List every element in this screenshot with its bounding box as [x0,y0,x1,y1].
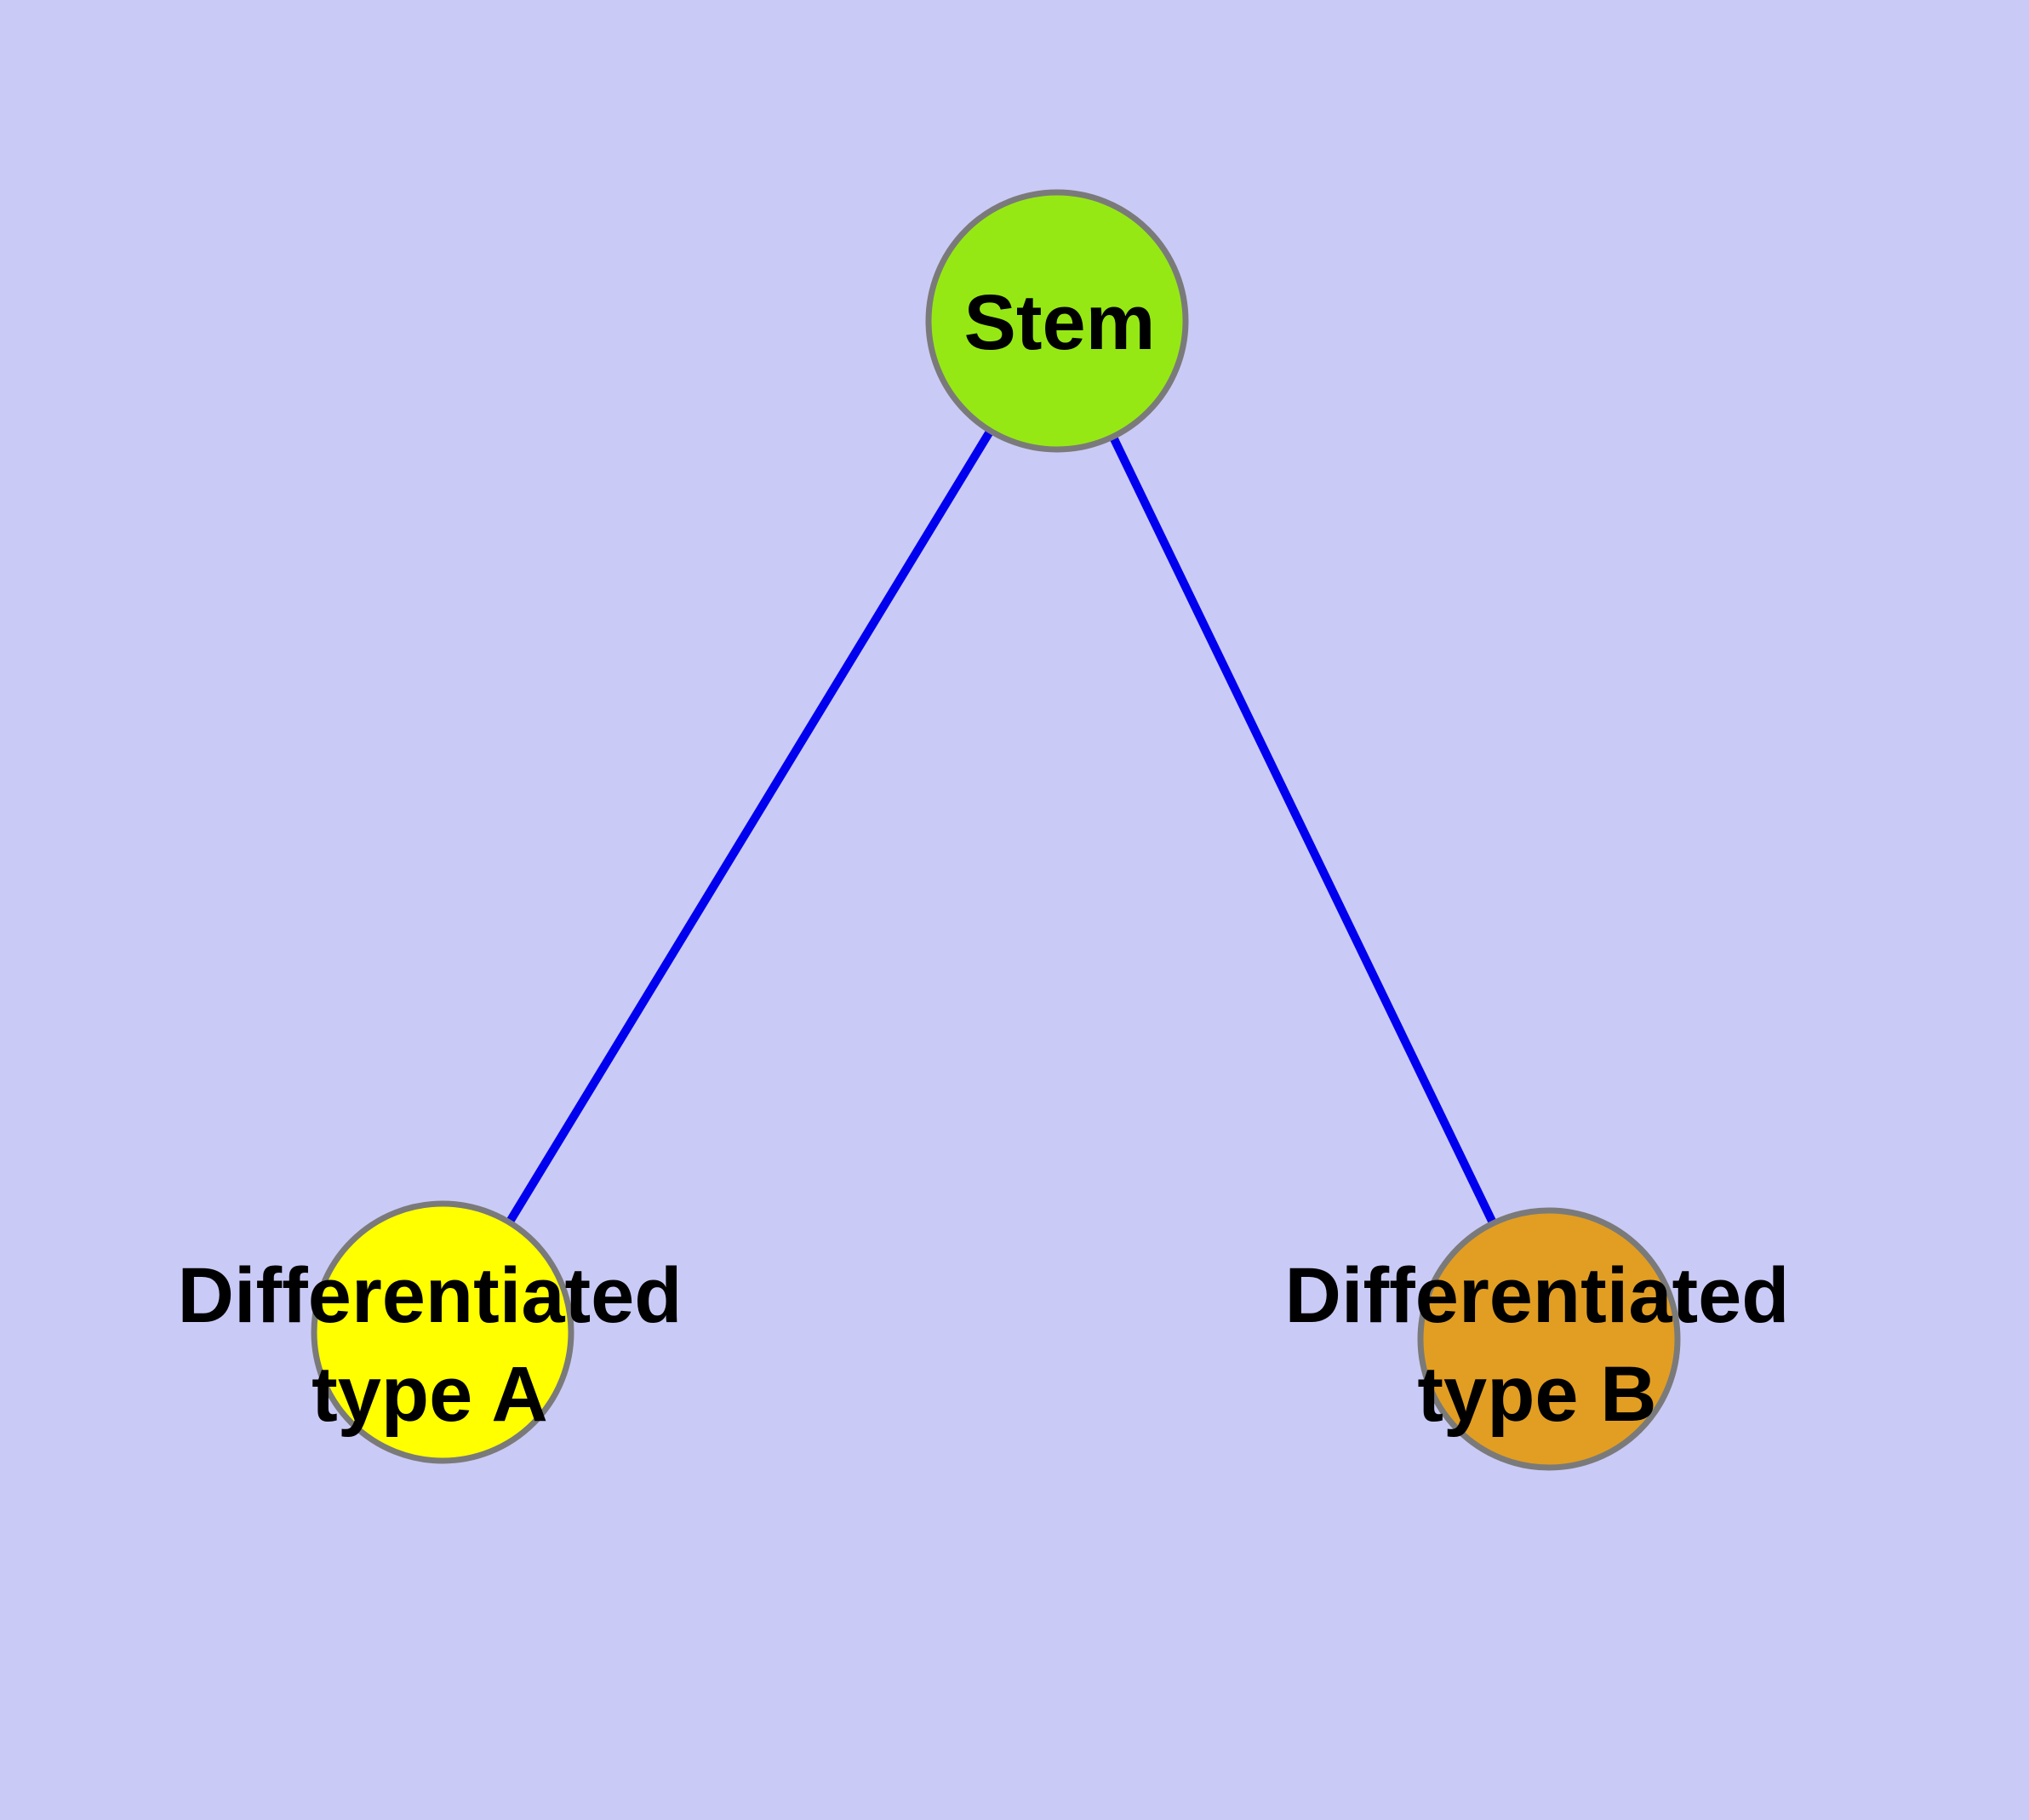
label-type-a-line1: Differentiated [178,1252,683,1339]
edge-stem-to-type-a [438,318,1061,1335]
label-type-a-line2: type A [311,1351,548,1438]
label-type-b-line1: Differentiated [1285,1252,1790,1339]
label-stem: Stem [964,279,1156,366]
edge-group [438,318,1553,1342]
node-stem [925,189,1189,453]
node-differentiated-type-b [1417,1207,1681,1471]
label-type-b-line2: type B [1417,1351,1656,1438]
edge-stem-to-type-b [1053,318,1553,1342]
label-group: Stem Differentiated type A Differentiate… [178,279,1790,1438]
node-group [311,189,1681,1471]
node-differentiated-type-a [311,1200,574,1464]
